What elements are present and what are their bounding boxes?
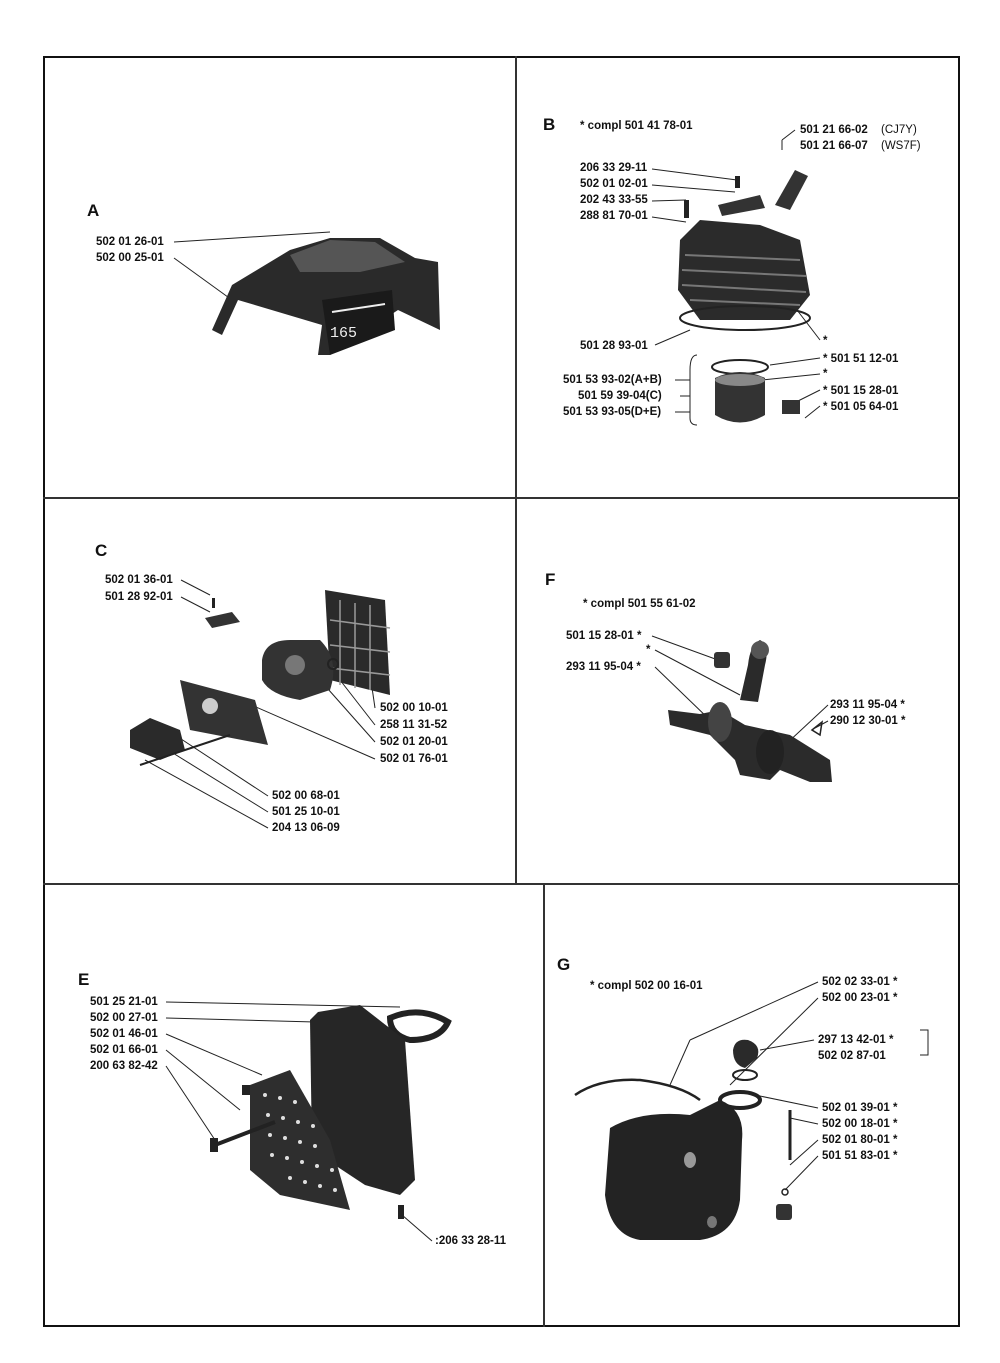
part-label: :206 33 28-11 <box>435 1235 506 1247</box>
divider-row2 <box>43 883 960 885</box>
part-label: 501 59 39-04(C) <box>578 390 662 402</box>
part-label: 258 11 31-52 <box>380 719 448 731</box>
part-label: 502 01 76-01 <box>380 753 448 765</box>
part-label: 501 51 83-01 * <box>822 1150 898 1162</box>
part-label: 502 00 18-01 * <box>822 1118 898 1130</box>
section-letter-e: E <box>78 970 90 989</box>
part-label: 206 33 29-11 <box>580 162 648 174</box>
part-label: 502 00 23-01 * <box>822 992 898 1004</box>
part-label: 297 13 42-01 * <box>818 1034 894 1046</box>
part-label: 290 12 30-01 * <box>830 715 906 727</box>
divider-col-top <box>515 56 517 884</box>
kit-note: * compl 502 00 16-01 <box>590 980 703 992</box>
part-label: 502 02 33-01 * <box>822 976 898 988</box>
spark-plug-code: (WS7F) <box>881 140 921 152</box>
part-label: 502 01 46-01 <box>90 1028 158 1040</box>
part-label: 501 15 28-01 * <box>566 630 642 642</box>
part-label: * 501 05 64-01 <box>823 401 899 413</box>
part-label: 502 01 80-01 * <box>822 1134 898 1146</box>
part-label: 501 53 93-05(D+E) <box>563 406 662 418</box>
part-label: * 501 15 28-01 <box>823 385 899 397</box>
part-label: 200 63 82-42 <box>90 1060 158 1072</box>
part-label: 204 13 06-09 <box>272 822 340 834</box>
part-label: 502 01 20-01 <box>380 736 448 748</box>
section-letter-c: C <box>95 541 108 560</box>
part-label: 293 11 95-04 * <box>566 661 641 673</box>
part-label: 202 43 33-55 <box>580 194 648 206</box>
section-letter-f: F <box>545 570 556 589</box>
spark-plug-code: (CJ7Y) <box>881 124 917 136</box>
section-letter-g: G <box>557 955 571 974</box>
part-label: 502 01 39-01 * <box>822 1102 898 1114</box>
part-label: 502 02 87-01 <box>818 1050 886 1062</box>
divider-col-bottom <box>543 884 545 1327</box>
parts-diagram-frame <box>43 56 960 1327</box>
part-label: 502 01 26-01 <box>96 236 164 248</box>
section-letter-b: B <box>543 115 556 134</box>
part-label: 501 28 93-01 <box>580 340 648 352</box>
kit-note: * compl 501 55 61-02 <box>583 598 696 610</box>
part-label: * <box>823 335 828 347</box>
part-label: * 501 51 12-01 <box>823 353 899 365</box>
part-label: 502 01 02-01 <box>580 178 648 190</box>
part-label: * <box>823 368 828 380</box>
part-label: 501 21 66-02 <box>800 124 868 136</box>
part-label: 501 53 93-02(A+B) <box>563 374 662 386</box>
part-label: 502 01 36-01 <box>105 574 173 586</box>
kit-note: * compl 501 41 78-01 <box>580 120 693 132</box>
part-label: 502 00 27-01 <box>90 1012 158 1024</box>
part-label: 501 25 21-01 <box>90 996 158 1008</box>
part-label: * <box>646 644 651 656</box>
divider-row1 <box>43 497 960 499</box>
part-label: 501 25 10-01 <box>272 806 340 818</box>
part-label: 288 81 70-01 <box>580 210 648 222</box>
part-label: 502 00 10-01 <box>380 702 448 714</box>
part-label: 501 21 66-07 <box>800 140 868 152</box>
part-label: 501 28 92-01 <box>105 591 173 603</box>
part-label: 502 01 66-01 <box>90 1044 158 1056</box>
part-label: 293 11 95-04 * <box>830 699 905 711</box>
section-letter-a: A <box>87 201 100 220</box>
part-label: 502 00 68-01 <box>272 790 340 802</box>
part-label: 502 00 25-01 <box>96 252 164 264</box>
model-number-decal: 165 <box>330 325 357 342</box>
